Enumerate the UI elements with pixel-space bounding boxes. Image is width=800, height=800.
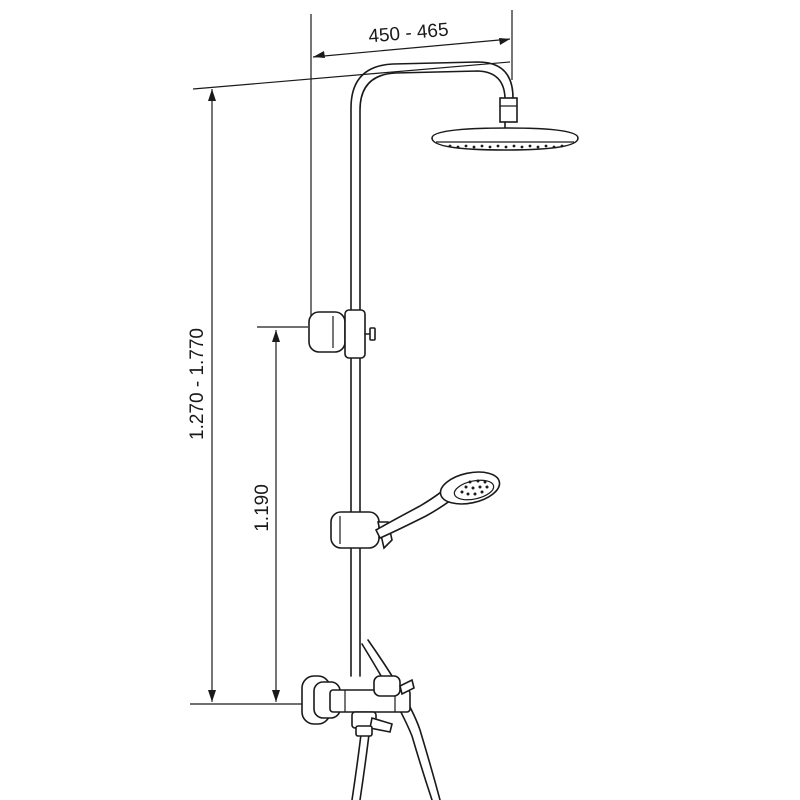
arrow-top xyxy=(208,89,216,101)
bracket-wall-mount xyxy=(308,311,346,353)
hose-connector xyxy=(355,725,373,737)
bracket-screw-head xyxy=(369,327,376,341)
riser-pipe xyxy=(350,61,514,677)
slider-holder xyxy=(330,511,380,549)
bracket-clamp xyxy=(344,309,366,359)
holder-height-label: 1.190 xyxy=(252,484,273,532)
hose-line-4 xyxy=(359,725,371,800)
arrow-bottom xyxy=(272,690,280,702)
total-height-label: 1.270 - 1.770 xyxy=(187,328,208,440)
total-height-dimension: 1.270 - 1.770 xyxy=(187,61,511,705)
riser-inner xyxy=(359,70,506,311)
arrow-bottom xyxy=(208,690,216,702)
arm-reach-dimension: 450 - 465 xyxy=(310,10,513,322)
arm-reach-dimension-line xyxy=(312,38,511,58)
upper-wall-bracket xyxy=(308,309,376,359)
shower-head-connector xyxy=(499,97,518,123)
riser-outer xyxy=(350,61,514,311)
overhead-shower-head xyxy=(431,97,579,151)
arm-reach-label: 450 - 465 xyxy=(368,20,450,48)
hand-shower xyxy=(374,471,501,540)
thermostatic-mixer xyxy=(301,675,415,737)
total-height-extension-top xyxy=(192,61,511,90)
hand-shower-nozzles xyxy=(460,479,489,496)
mixer-right-knob xyxy=(373,675,401,697)
arrow-top xyxy=(272,330,280,342)
shower-head-disc xyxy=(431,127,579,151)
nozzle-dots xyxy=(448,144,564,149)
arrow-right xyxy=(499,38,510,45)
arrow-left xyxy=(313,51,325,58)
hose-line-3 xyxy=(351,725,363,800)
hose-line-1 xyxy=(367,639,441,800)
mixer-lever xyxy=(399,678,415,696)
holder-height-dimension: 1.190 xyxy=(252,326,308,702)
hand-shower-face xyxy=(453,479,495,501)
mixer-spout xyxy=(369,716,393,733)
